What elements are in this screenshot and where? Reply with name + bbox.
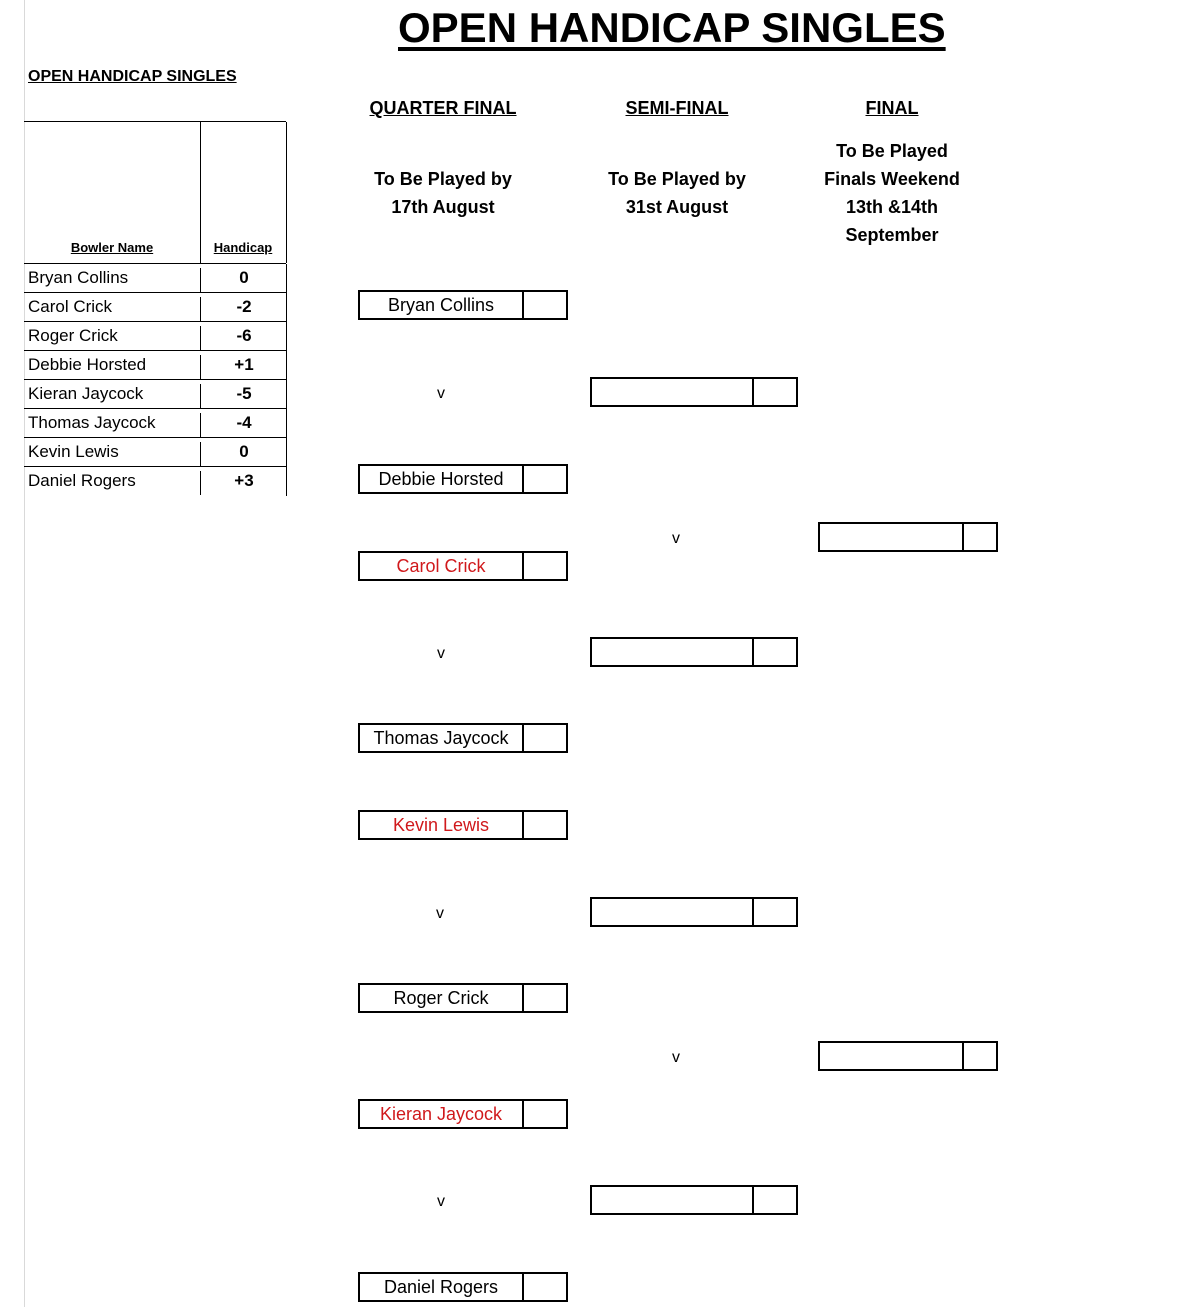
semi-final-slot xyxy=(590,637,798,667)
player-name xyxy=(592,379,754,405)
handicap-value: +3 xyxy=(200,471,287,495)
table-row: Kevin Lewis 0 xyxy=(24,438,287,467)
quarter-final-slot: Carol Crick xyxy=(358,551,568,581)
player-name: Kevin Lewis xyxy=(360,812,524,838)
player-name: Daniel Rogers xyxy=(360,1274,524,1300)
header-handicap: Handicap xyxy=(213,240,273,255)
semi-final-heading: SEMI-FINAL xyxy=(625,98,729,118)
score-cell xyxy=(524,985,566,1011)
quarter-final-slot: Kieran Jaycock xyxy=(358,1099,568,1129)
score-cell xyxy=(754,899,796,925)
player-name xyxy=(820,524,964,550)
semi-final-slot xyxy=(590,897,798,927)
semi-final-slot xyxy=(590,377,798,407)
player-name: Roger Crick xyxy=(360,985,524,1011)
table-row: Debbie Horsted +1 xyxy=(24,351,287,380)
player-name xyxy=(592,899,754,925)
versus-label: v xyxy=(672,1049,680,1066)
page-title: OPEN HANDICAP SINGLES xyxy=(398,4,946,51)
final-deadline: To Be Played Finals Weekend 13th &14th S… xyxy=(824,141,960,245)
handicap-value: -2 xyxy=(200,297,287,321)
bowler-name: Kieran Jaycock xyxy=(28,384,144,403)
score-cell xyxy=(524,1101,566,1127)
table-row: Daniel Rogers +3 xyxy=(24,467,287,496)
section-title: OPEN HANDICAP SINGLES xyxy=(28,68,237,85)
player-name xyxy=(592,639,754,665)
quarter-final-slot: Bryan Collins xyxy=(358,290,568,320)
score-cell xyxy=(964,524,996,550)
handicap-value: -5 xyxy=(200,384,287,408)
handicap-value: 0 xyxy=(200,442,287,466)
quarter-final-heading: QUARTER FINAL xyxy=(369,98,517,118)
quarter-final-slot: Kevin Lewis xyxy=(358,810,568,840)
bowler-name: Thomas Jaycock xyxy=(28,413,156,432)
table-row: Kieran Jaycock -5 xyxy=(24,380,287,409)
score-cell xyxy=(524,292,566,318)
player-name: Thomas Jaycock xyxy=(360,725,524,751)
player-name xyxy=(592,1187,754,1213)
player-name: Bryan Collins xyxy=(360,292,524,318)
quarter-final-slot: Roger Crick xyxy=(358,983,568,1013)
quarter-final-deadline: To Be Played by 17th August xyxy=(374,169,512,217)
final-heading: FINAL xyxy=(865,98,919,118)
score-cell xyxy=(754,379,796,405)
handicap-value: 0 xyxy=(200,268,287,292)
table-row: Bryan Collins 0 xyxy=(24,264,287,293)
score-cell xyxy=(524,812,566,838)
score-cell xyxy=(524,553,566,579)
versus-label: v xyxy=(672,530,680,547)
score-cell xyxy=(754,639,796,665)
roster-table: Bowler Name Handicap Bryan Collins 0 Caro… xyxy=(24,121,287,496)
semi-final-slot xyxy=(590,1185,798,1215)
bowler-name: Roger Crick xyxy=(28,326,118,345)
score-cell xyxy=(754,1187,796,1213)
handicap-value: -6 xyxy=(200,326,287,350)
score-cell xyxy=(524,725,566,751)
versus-label: v xyxy=(437,645,445,662)
score-cell xyxy=(524,1274,566,1300)
handicap-value: -4 xyxy=(200,413,287,437)
semi-final-deadline: To Be Played by 31st August xyxy=(608,169,746,217)
bowler-name: Daniel Rogers xyxy=(28,471,136,490)
player-name: Kieran Jaycock xyxy=(360,1101,524,1127)
score-cell xyxy=(524,466,566,492)
bowler-name: Kevin Lewis xyxy=(28,442,119,461)
table-row: Carol Crick -2 xyxy=(24,293,287,322)
handicap-value: +1 xyxy=(200,355,287,379)
player-name: Debbie Horsted xyxy=(360,466,524,492)
player-name xyxy=(820,1043,964,1069)
score-cell xyxy=(964,1043,996,1069)
final-slot xyxy=(818,522,998,552)
bowler-name: Carol Crick xyxy=(28,297,113,316)
final-slot xyxy=(818,1041,998,1071)
quarter-final-slot: Debbie Horsted xyxy=(358,464,568,494)
quarter-final-slot: Thomas Jaycock xyxy=(358,723,568,753)
table-row: Thomas Jaycock -4 xyxy=(24,409,287,438)
bowler-name: Debbie Horsted xyxy=(28,355,147,374)
header-bowler-name: Bowler Name xyxy=(70,240,154,255)
versus-label: v xyxy=(436,905,444,922)
versus-label: v xyxy=(437,385,445,402)
bowler-name: Bryan Collins xyxy=(28,268,129,287)
versus-label: v xyxy=(437,1193,445,1210)
table-row: Roger Crick -6 xyxy=(24,322,287,351)
gridline xyxy=(24,0,25,1307)
player-name: Carol Crick xyxy=(360,553,524,579)
roster-header: Bowler Name Handicap xyxy=(24,121,287,264)
quarter-final-slot: Daniel Rogers xyxy=(358,1272,568,1302)
